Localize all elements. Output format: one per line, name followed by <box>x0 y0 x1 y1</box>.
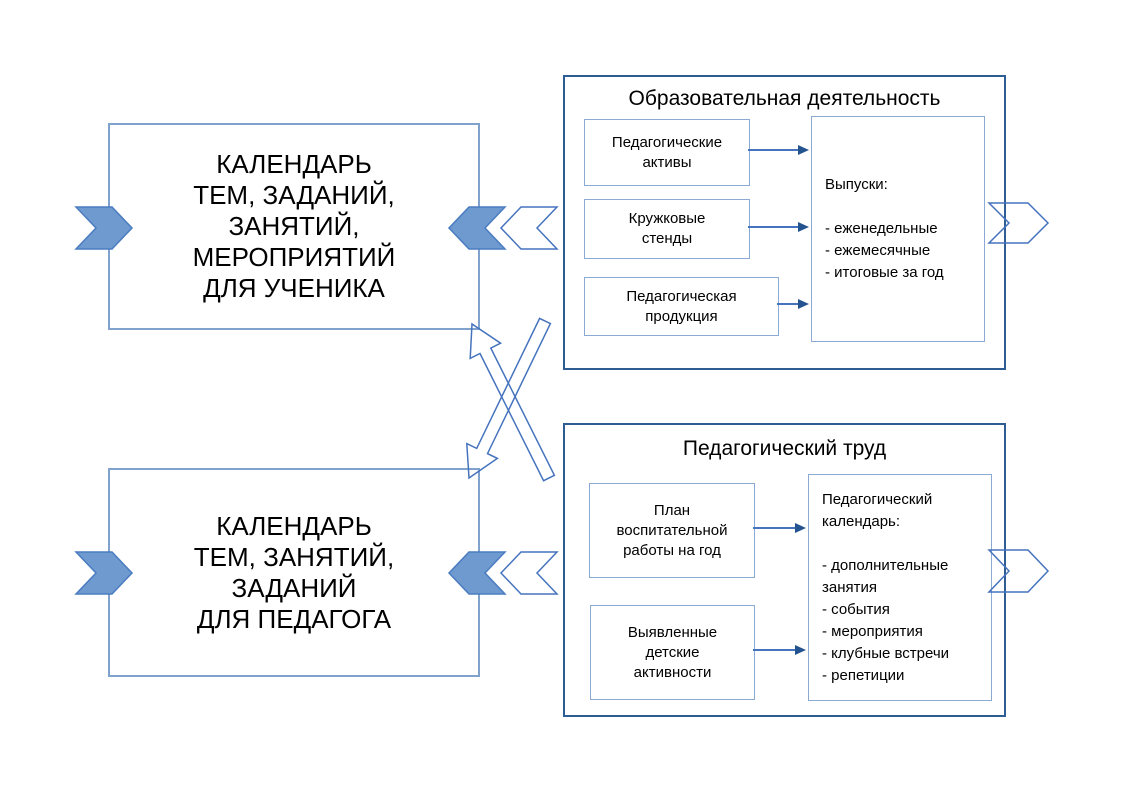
year-education-plan-box: План воспитательной работы на год <box>589 483 755 578</box>
pedagogical-calendar-list: - дополнительные занятия - события - мер… <box>822 555 978 687</box>
chevron-left-outline-icon <box>499 206 559 250</box>
list-item: - репетиции <box>822 666 905 684</box>
pedagogical-production-box: Педагогическая продукция <box>584 277 779 336</box>
cross-link-arrow-down-left-icon <box>465 317 552 480</box>
pedagogical-work-title: Педагогический труд <box>682 437 887 460</box>
educational-activity-title: Образовательная деятельность <box>628 87 941 110</box>
releases-heading: Выпуски: <box>825 176 888 193</box>
cross-link-arrow-up-left-icon <box>469 322 556 482</box>
list-item: - дополнительные занятия <box>822 556 949 596</box>
list-item: - клубные встречи <box>822 644 950 662</box>
list-item: - ежемесячные <box>825 242 931 259</box>
list-item: - итоговые за год <box>825 264 944 281</box>
chevron-left-outline-icon <box>499 551 559 595</box>
list-item: - события <box>822 600 890 618</box>
pedagogical-work-group: Педагогический труд План воспитательной … <box>563 423 1006 717</box>
releases-box: Выпуски: - еженедельные - ежемесячные - … <box>811 116 985 342</box>
list-item: - мероприятия <box>822 622 923 640</box>
educational-activity-group: Образовательная деятельность Педагогичес… <box>563 75 1006 370</box>
student-calendar-box: КАЛЕНДАРЬ ТЕМ, ЗАДАНИЙ, ЗАНЯТИЙ, МЕРОПРИ… <box>108 123 480 330</box>
children-activities-box: Выявленные детские активности <box>590 605 755 700</box>
teacher-calendar-text: КАЛЕНДАРЬ ТЕМ, ЗАНЯТИЙ, ЗАДАНИЙ ДЛЯ ПЕДА… <box>193 510 395 634</box>
teacher-calendar-box: КАЛЕНДАРЬ ТЕМ, ЗАНЯТИЙ, ЗАДАНИЙ ДЛЯ ПЕДА… <box>108 468 480 677</box>
list-item: - еженедельные <box>825 220 938 237</box>
pedagogical-calendar-box: Педагогический календарь: - дополнительн… <box>808 474 992 701</box>
pedagogical-calendar-heading: Педагогический календарь: <box>822 490 933 530</box>
pedagogical-assets-box: Педагогические активы <box>584 119 750 186</box>
club-stands-box: Кружковые стенды <box>584 199 750 259</box>
releases-list: - еженедельные - ежемесячные - итоговые … <box>825 218 971 284</box>
student-calendar-text: КАЛЕНДАРЬ ТЕМ, ЗАДАНИЙ, ЗАНЯТИЙ, МЕРОПРИ… <box>192 149 396 303</box>
